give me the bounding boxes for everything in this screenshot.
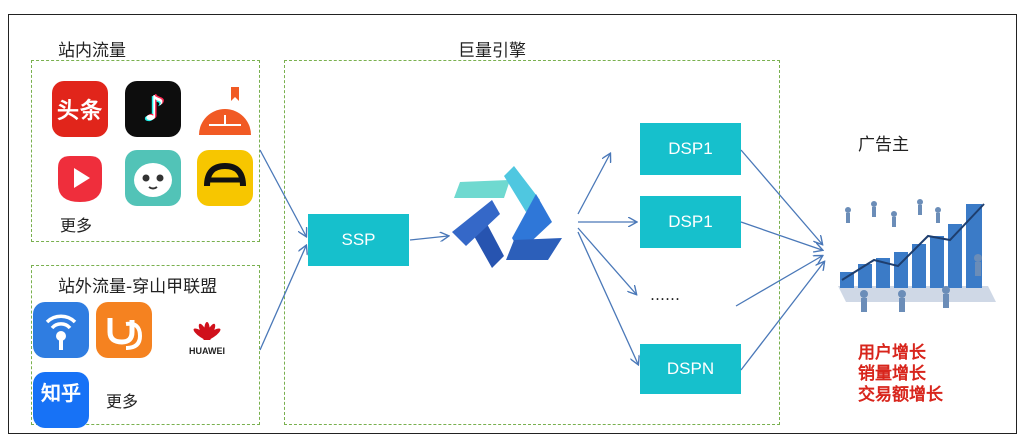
dsp-node-top: DSP1 bbox=[640, 123, 741, 175]
arrow-engine-to-dspn bbox=[577, 231, 638, 364]
arrow-dspn-to-advertiser bbox=[740, 262, 824, 371]
uc-browser-icon bbox=[96, 302, 152, 358]
tomato-novel-icon bbox=[197, 85, 253, 141]
toutiao-icon: 头条 bbox=[52, 81, 108, 137]
arrow-dsp-mid-to-advertiser bbox=[740, 221, 822, 250]
benefit-sales-growth: 销量增长 bbox=[858, 364, 926, 384]
arrow-ellipsis-to-advertiser bbox=[735, 256, 822, 307]
advertiser-title: 广告主 bbox=[858, 135, 909, 155]
arrow-external-to-ssp bbox=[259, 246, 306, 351]
growth-chart-icon bbox=[828, 190, 996, 320]
svg-text:♪: ♪ bbox=[142, 90, 164, 129]
internal-traffic-title: 站内流量 bbox=[58, 41, 126, 61]
benefit-user-growth: 用户增长 bbox=[858, 343, 926, 363]
internal-traffic-box bbox=[31, 60, 260, 242]
svg-text:♪: ♪ bbox=[144, 89, 166, 129]
ppx-icon bbox=[125, 150, 181, 206]
flow-arrows bbox=[259, 149, 1027, 371]
ocean-engine-logo bbox=[448, 160, 573, 280]
dsp-node-mid: DSP1 bbox=[640, 196, 741, 248]
arrow-engine-to-ellipsis bbox=[577, 227, 636, 294]
dongchedi-icon bbox=[197, 150, 253, 206]
arrow-engine-to-dsp-top bbox=[577, 154, 610, 215]
xigua-video-icon bbox=[52, 150, 108, 206]
wifi-key-icon bbox=[33, 302, 89, 358]
arrow-internal-to-ssp bbox=[259, 149, 306, 236]
engine-title: 巨量引擎 bbox=[458, 41, 526, 61]
internal-more-label: 更多 bbox=[60, 216, 93, 235]
arrow-ssp-to-engine bbox=[409, 236, 448, 240]
svg-text:♪: ♪ bbox=[145, 89, 167, 128]
huawei-icon: HUAWEI bbox=[183, 310, 231, 356]
dspn-node: DSPN bbox=[640, 344, 741, 394]
arrow-dsp-top-to-advertiser bbox=[740, 149, 822, 244]
douyin-icon: ♪ ♪ ♪ bbox=[125, 81, 181, 137]
external-traffic-title: 站外流量-穿山甲联盟 bbox=[58, 277, 218, 297]
dsp-ellipsis: …… bbox=[650, 286, 680, 304]
ssp-node: SSP bbox=[308, 214, 409, 266]
